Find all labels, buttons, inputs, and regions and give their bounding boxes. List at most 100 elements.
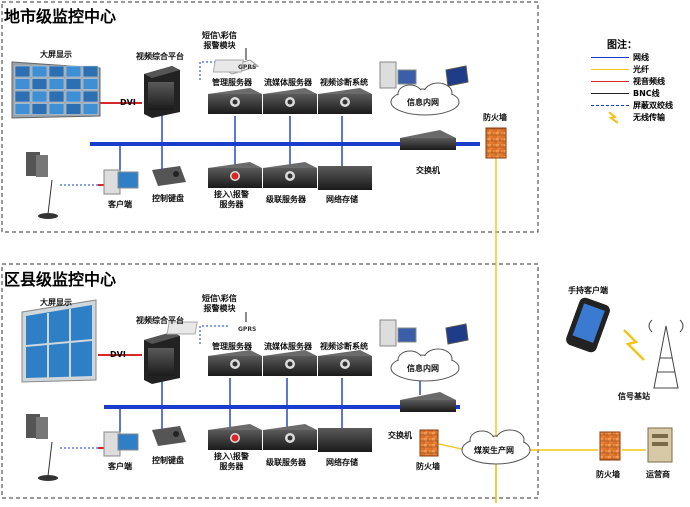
- county-storage: [318, 428, 372, 452]
- county-cascade-server: [263, 424, 317, 450]
- city-gprs-module: [212, 48, 260, 75]
- city-sms-label: 短信\彩信 报警模块: [202, 31, 237, 50]
- city-mgmt-label: 管理服务器: [212, 78, 252, 87]
- legend-label: 屏蔽双绞线: [633, 101, 673, 110]
- county-diag-server: [318, 350, 372, 376]
- ext-firewall-label: 防火墙: [596, 470, 620, 479]
- county-intranet-cloud: [390, 348, 460, 382]
- county-firewall-icon: [419, 429, 439, 457]
- county-stream-server: [263, 350, 317, 376]
- county-intranet-label: 信息内网: [407, 364, 439, 373]
- county-switch: [400, 392, 456, 412]
- county-platform-rack: [144, 332, 180, 384]
- legend-swatch: [591, 81, 629, 82]
- city-storage: [318, 166, 372, 190]
- handheld-phone-icon: [566, 297, 610, 353]
- county-diag-label: 视频诊断系统: [320, 342, 368, 351]
- county-video-wall: [21, 299, 97, 383]
- city-diag-server: [318, 88, 372, 114]
- city-platform-rack: [144, 66, 180, 118]
- city-access-server: [208, 162, 262, 188]
- operator-label: 运营商: [646, 470, 670, 479]
- legend-label: 光纤: [633, 65, 649, 74]
- legend-label: 无线传输: [633, 113, 665, 122]
- city-stream-server: [263, 88, 317, 114]
- city-client-label: 客户端: [108, 200, 132, 209]
- city-video-wall: [11, 61, 101, 119]
- base-station-label: 信号基站: [618, 392, 650, 401]
- county-client-label: 客户端: [108, 462, 132, 471]
- county-mgmt-label: 管理服务器: [212, 342, 252, 351]
- city-drops: [119, 112, 421, 432]
- server-group: [208, 88, 372, 452]
- city-storage-label: 网络存储: [326, 195, 358, 204]
- legend-swatch: [591, 105, 629, 106]
- county-platform-label: 视频综合平台: [136, 316, 184, 325]
- city-firewall-icon: [485, 127, 507, 159]
- city-big-screen-label: 大屏显示: [40, 50, 72, 59]
- base-station-icon: [648, 319, 684, 389]
- city-intranet-cloud: [390, 82, 460, 116]
- county-big-screen-label: 大屏显示: [40, 298, 72, 307]
- city-switch: [400, 130, 456, 150]
- production-net-label: 煤炭生产网: [474, 446, 514, 455]
- city-mgmt-server: [208, 88, 262, 114]
- legend-item: 网线: [585, 52, 689, 64]
- city-switch-label: 交换机: [416, 166, 440, 175]
- city-section-border: [1, 1, 539, 233]
- city-client: [26, 152, 139, 219]
- legend-swatch: [591, 93, 629, 94]
- legend-label: BNC线: [633, 89, 660, 98]
- county-gprs-module: [166, 312, 247, 335]
- legend-swatch: [591, 57, 629, 58]
- city-intranet-label: 信息内网: [407, 98, 439, 107]
- legend-label: 网线: [633, 53, 649, 62]
- production-net-cloud: [461, 429, 531, 465]
- county-section-border: [1, 263, 539, 499]
- intranet-pcs-county: [379, 319, 469, 347]
- city-cascade-label: 级联服务器: [266, 195, 306, 204]
- legend-swatch: [591, 69, 629, 70]
- county-switch-label: 交换机: [388, 431, 412, 440]
- operator-server-icon: [647, 427, 673, 463]
- county-keyboard-label: 控制键盘: [152, 456, 184, 465]
- shielded-pair-lines: [60, 61, 228, 449]
- city-keyboard: [152, 166, 186, 186]
- county-keyboard: [152, 426, 186, 446]
- legend-title: 图注：: [607, 40, 637, 51]
- county-mgmt-server: [208, 350, 262, 376]
- county-gprs-text: GPRS: [238, 326, 256, 333]
- city-section-title: 地市级监控中心: [4, 7, 117, 26]
- legend-label: 视音频线: [633, 77, 665, 86]
- ext-firewall-icon: [599, 431, 621, 461]
- county-client: [26, 414, 139, 481]
- city-access-label: 接入\报警 服务器: [214, 190, 249, 209]
- county-access-server: [208, 424, 262, 450]
- legend-item: 屏蔽双绞线: [585, 100, 689, 112]
- legend-item: 光纤: [585, 64, 689, 76]
- handheld-client-label: 手持客户端: [568, 286, 608, 295]
- city-firewall-label: 防火墙: [483, 113, 507, 122]
- legend-item: 无线传输: [585, 112, 689, 124]
- wireless-bolt: [623, 329, 645, 361]
- city-stream-label: 流媒体服务器: [264, 78, 312, 87]
- county-stream-label: 流媒体服务器: [264, 342, 312, 351]
- county-cascade-label: 级联服务器: [266, 458, 306, 467]
- city-keyboard-label: 控制键盘: [152, 194, 184, 203]
- county-dvi-label: DVI: [110, 350, 126, 359]
- county-section-title: 区县级监控中心: [4, 270, 117, 289]
- city-platform-label: 视频综合平台: [136, 52, 184, 61]
- legend-item: BNC线: [585, 88, 689, 100]
- city-diag-label: 视频诊断系统: [320, 78, 368, 87]
- city-cascade-server: [263, 162, 317, 188]
- county-sms-label: 短信\彩信 报警模块: [202, 294, 237, 313]
- city-dvi-label: DVI: [120, 98, 136, 107]
- legend-item: 视音频线: [585, 76, 689, 88]
- intranet-pcs-city: [379, 61, 469, 89]
- city-gprs-text: GPRS: [238, 64, 256, 71]
- county-firewall-label: 防火墙: [416, 462, 440, 471]
- county-storage-label: 网络存储: [326, 458, 358, 467]
- county-access-label: 接入\报警 服务器: [214, 452, 249, 471]
